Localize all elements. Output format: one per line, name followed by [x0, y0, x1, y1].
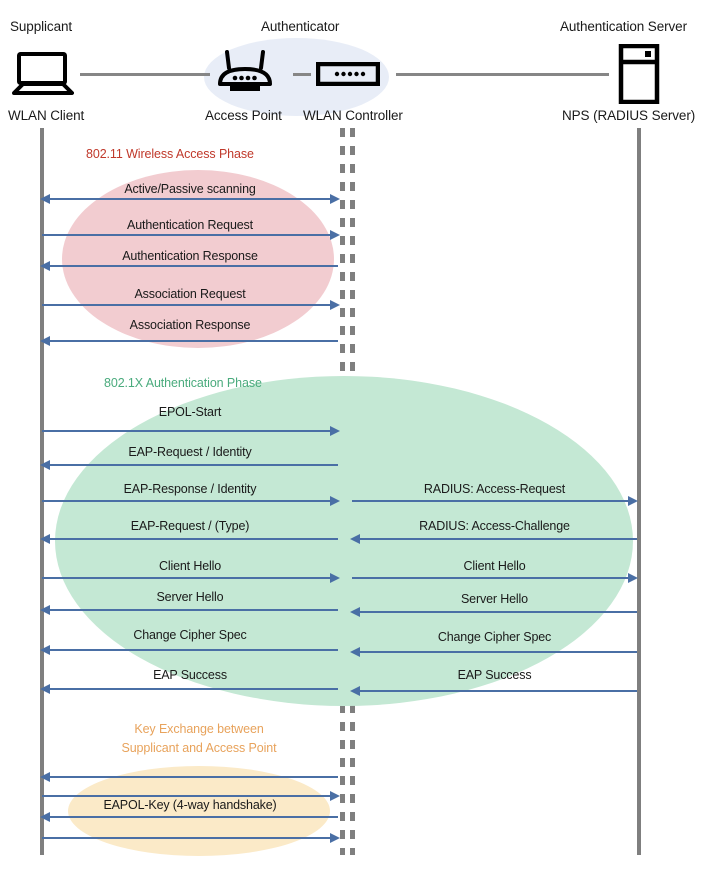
arrowhead-left-icon — [40, 812, 50, 822]
message-line — [358, 611, 637, 613]
actor-device-nps-radius-server: NPS (RADIUS Server) — [562, 108, 696, 123]
arrowhead-left-icon — [40, 534, 50, 544]
actor-role-authenticator: Authenticator — [261, 19, 340, 34]
message-line — [42, 500, 332, 502]
message-line — [48, 776, 338, 778]
phase-label-key-exchange-line2: Supplicant and Access Point — [121, 741, 277, 755]
message-label-eap-response-identity: EAP-Response / Identity — [123, 482, 257, 496]
arrowhead-right-icon — [330, 426, 340, 436]
actor-device-access-point: Access Point — [205, 108, 282, 123]
phase-blob-dot1x-authentication — [55, 376, 633, 706]
message-line — [358, 538, 637, 540]
arrowhead-left-icon — [40, 336, 50, 346]
actor-device-wlan-controller: WLAN Controller — [303, 108, 403, 123]
arrowhead-right-icon — [628, 496, 638, 506]
phase-label-key-exchange-line1: Key Exchange between — [134, 722, 264, 736]
arrowhead-left-icon — [40, 684, 50, 694]
message-line — [352, 577, 629, 579]
message-line — [352, 500, 629, 502]
link-controller-to-server — [396, 73, 609, 76]
arrowhead-left-icon — [350, 686, 360, 696]
message-label-radius-access-challenge: RADIUS: Access-Challenge — [419, 519, 570, 533]
arrowhead-right-icon — [330, 194, 340, 204]
message-label-change-cipher-spec-left: Change Cipher Spec — [133, 628, 247, 642]
arrowhead-right-icon — [330, 230, 340, 240]
message-line — [42, 234, 332, 236]
arrowhead-left-icon — [40, 605, 50, 615]
message-line — [48, 198, 338, 200]
message-line — [48, 538, 338, 540]
arrowhead-left-icon — [350, 647, 360, 657]
phase-label-wireless-access: 802.11 Wireless Access Phase — [86, 147, 254, 161]
message-label-server-hello-right: Server Hello — [461, 592, 528, 606]
lifeline-supplicant — [40, 128, 44, 855]
link-ap-to-controller — [293, 73, 311, 76]
message-line — [48, 688, 338, 690]
message-line — [48, 816, 338, 818]
message-label-epol-start: EPOL-Start — [158, 405, 222, 419]
lifeline-auth-server — [637, 128, 641, 855]
message-label-eap-request-identity: EAP-Request / Identity — [128, 445, 252, 459]
message-label-active-passive-scanning: Active/Passive scanning — [124, 182, 256, 196]
arrowhead-left-icon — [40, 772, 50, 782]
arrowhead-right-icon — [628, 573, 638, 583]
message-label-eap-success-left: EAP Success — [153, 668, 227, 682]
arrowhead-left-icon — [40, 261, 50, 271]
message-line — [48, 265, 338, 267]
arrowhead-left-icon — [40, 194, 50, 204]
arrowhead-right-icon — [330, 300, 340, 310]
message-line — [358, 690, 637, 692]
server-icon — [618, 43, 660, 109]
arrowhead-left-icon — [350, 534, 360, 544]
message-label-eap-success-right: EAP Success — [457, 668, 532, 682]
message-label-authentication-response: Authentication Response — [122, 249, 258, 263]
message-label-association-response: Association Response — [129, 318, 251, 332]
message-label-client-hello-left: Client Hello — [158, 559, 222, 573]
message-line — [42, 837, 332, 839]
message-line — [358, 651, 637, 653]
message-line — [42, 795, 332, 797]
arrowhead-left-icon — [40, 645, 50, 655]
message-label-client-hello-right: Client Hello — [463, 559, 526, 573]
phase-label-dot1x-authentication: 802.1X Authentication Phase — [104, 376, 262, 390]
phase-blob-key-exchange — [68, 766, 330, 856]
message-line — [48, 340, 338, 342]
phase-blob-wireless-access — [62, 170, 334, 348]
access-point-icon — [214, 50, 276, 101]
message-label-association-request: Association Request — [134, 287, 246, 301]
message-line — [48, 609, 338, 611]
actor-role-authentication-server: Authentication Server — [560, 19, 687, 34]
arrowhead-right-icon — [330, 573, 340, 583]
message-line — [42, 577, 332, 579]
message-label-authentication-request: Authentication Request — [127, 218, 253, 232]
arrowhead-right-icon — [330, 791, 340, 801]
message-label-radius-access-request: RADIUS: Access-Request — [423, 482, 566, 496]
arrowhead-right-icon — [330, 833, 340, 843]
link-client-to-ap — [80, 73, 210, 76]
arrowhead-left-icon — [40, 460, 50, 470]
actor-device-wlan-client: WLAN Client — [8, 108, 85, 123]
arrowhead-left-icon — [350, 607, 360, 617]
message-line — [48, 464, 338, 466]
arrowhead-right-icon — [330, 496, 340, 506]
message-line — [42, 304, 332, 306]
message-label-change-cipher-spec-right: Change Cipher Spec — [437, 630, 552, 644]
wlan-controller-icon — [315, 61, 381, 91]
message-label-eap-request-type: EAP-Request / (Type) — [130, 519, 250, 533]
actor-role-supplicant: Supplicant — [10, 19, 73, 34]
message-line — [48, 649, 338, 651]
message-label-server-hello-left: Server Hello — [156, 590, 224, 604]
laptop-icon — [12, 52, 74, 101]
message-label-eapol-key-4way-handshake: EAPOL-Key (4-way handshake) — [103, 798, 277, 812]
message-line — [42, 430, 332, 432]
